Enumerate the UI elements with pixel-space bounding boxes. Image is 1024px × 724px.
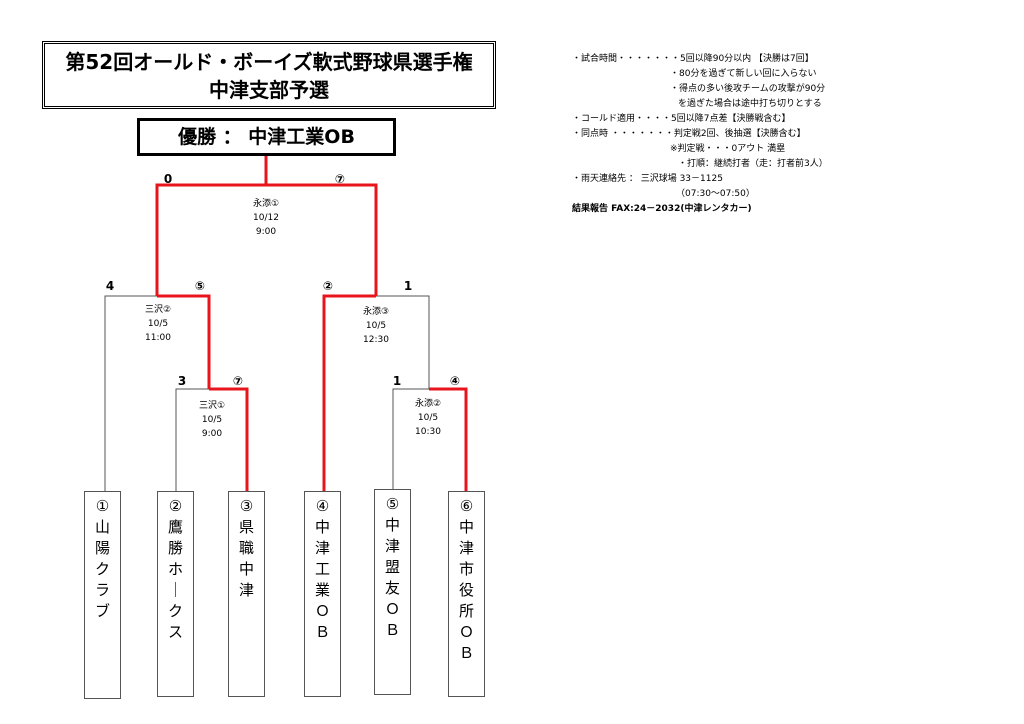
- line-team2: [175, 388, 209, 491]
- venue-m4-time: 12:30: [363, 335, 389, 345]
- champion-box: 優勝 ： 中津工業OB: [137, 118, 396, 156]
- team-name-1: ① 山 陽 ク ラ ブ: [94, 497, 110, 620]
- line-team5: [392, 388, 429, 489]
- venue-m4: 永添③ 10/5 12:30: [363, 305, 389, 347]
- line-team1: [104, 295, 157, 491]
- champion-label: 優勝 ： 中津工業OB: [178, 126, 355, 148]
- venue-final: 永添① 10/12 9:00: [253, 197, 279, 239]
- score-m4-left: ②: [322, 279, 334, 293]
- info-line-11: 結果報告 FAX:24－2032(中津レンタカー): [572, 204, 752, 214]
- score-m1-right: ⑦: [232, 374, 244, 388]
- venue-m3-name: 三沢②: [144, 305, 172, 315]
- team-box-1[interactable]: ① 山 陽 ク ラ ブ: [84, 491, 121, 699]
- tournament-title-box: 第52回オールド・ボーイズ軟式野球県選手権 中津支部予選: [42, 41, 496, 109]
- team-name-3: ③ 県 職 中 津: [238, 497, 254, 599]
- line-m4-up: [266, 183, 378, 296]
- venue-m2-name: 永添②: [414, 399, 442, 409]
- team-name-6: ⑥ 中 津 市 役 所 Ｏ Ｂ: [458, 497, 474, 662]
- score-m4-right: 1: [403, 279, 413, 293]
- score-m2-right: ④: [449, 374, 461, 388]
- venue-final-time: 9:00: [255, 227, 277, 237]
- venue-m2-date: 10/5: [417, 413, 439, 423]
- info-line-5: ・コールド適用・・・・5回以降7点差【決勝戦含む】: [572, 114, 791, 124]
- team-box-2[interactable]: ② 鷹 勝 ホ ｜ ク ス: [157, 491, 194, 697]
- tournament-subtitle: 中津支部予選: [209, 78, 329, 102]
- team-box-3[interactable]: ③ 県 職 中 津: [228, 491, 265, 697]
- line-m1-up: [157, 294, 211, 389]
- line-team4: [322, 294, 376, 491]
- venue-final-date: 10/12: [253, 213, 279, 223]
- info-line-4: を過ぎた場合は途中打ち切りとする: [678, 99, 822, 109]
- venue-m1: 三沢① 10/5 9:00: [199, 399, 225, 441]
- venue-m4-name: 永添③: [362, 307, 390, 317]
- team-box-4[interactable]: ④ 中 津 工 業 Ｏ Ｂ: [304, 491, 341, 697]
- score-final-right: ⑦: [334, 172, 346, 186]
- score-m3-left: 4: [105, 279, 115, 293]
- score-final-left: 0: [163, 172, 173, 186]
- line-team3: [209, 387, 249, 491]
- score-m3-right: ⑤: [194, 279, 206, 293]
- info-line-1: ・試合時間・・・・・・・5回以降90分以内 【決勝は7回】: [572, 54, 814, 64]
- info-line-2: ・80分を過ぎて新しい回に入らない: [670, 69, 817, 79]
- score-m2-left: 1: [392, 374, 402, 388]
- venue-m1-name: 三沢①: [198, 401, 226, 411]
- info-line-9: ・雨天連絡先 ： 三沢球場 33－1125: [572, 174, 723, 184]
- team-name-4: ④ 中 津 工 業 Ｏ Ｂ: [314, 497, 330, 641]
- info-line-3: ・得点の多い後攻チームの攻撃が90分: [670, 84, 826, 94]
- team-box-6[interactable]: ⑥ 中 津 市 役 所 Ｏ Ｂ: [448, 491, 485, 697]
- score-m1-left: 3: [177, 374, 187, 388]
- venue-m3: 三沢② 10/5 11:00: [145, 303, 171, 345]
- team-name-5: ⑤ 中 津 盟 友 Ｏ Ｂ: [384, 495, 400, 639]
- venue-m2-time: 10:30: [415, 427, 441, 437]
- venue-m1-time: 9:00: [201, 429, 223, 439]
- line-team6: [429, 387, 468, 491]
- info-line-8: ・打順：継続打者（走：打者前3人）: [678, 159, 828, 169]
- line-m3-up: [155, 183, 266, 296]
- venue-m3-time: 11:00: [145, 333, 171, 343]
- rules-info: ・試合時間・・・・・・・5回以降90分以内 【決勝は7回】 ・80分を過ぎて新し…: [572, 52, 872, 217]
- venue-m4-date: 10/5: [365, 321, 387, 331]
- info-line-6: ・同点時 ・・・・・・・判定戦2回、後抽選【決勝含む】: [572, 129, 806, 139]
- team-box-5[interactable]: ⑤ 中 津 盟 友 Ｏ Ｂ: [374, 489, 411, 695]
- venue-m2: 永添② 10/5 10:30: [415, 397, 441, 439]
- info-line-10: （07:30～07:50）: [676, 189, 755, 199]
- venue-final-name: 永添①: [252, 199, 280, 209]
- venue-m3-date: 10/5: [147, 319, 169, 329]
- team-name-2: ② 鷹 勝 ホ ｜ ク ス: [167, 497, 183, 641]
- venue-m1-date: 10/5: [201, 415, 223, 425]
- info-line-7: ※判定戦・・・0アウト 満塁: [670, 144, 786, 154]
- tournament-title: 第52回オールド・ボーイズ軟式野球県選手権: [65, 50, 473, 74]
- line-m2-up: [376, 295, 430, 389]
